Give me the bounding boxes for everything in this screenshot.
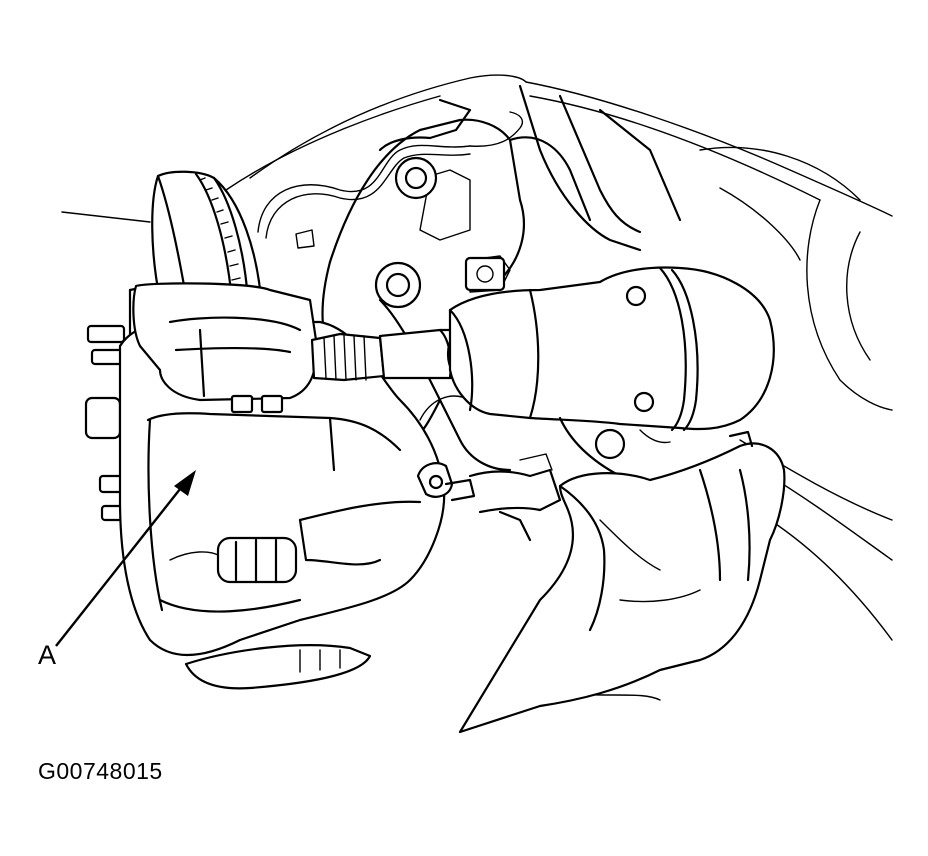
callout-arrow <box>55 470 196 647</box>
caliper-bleeder-bolt <box>416 462 476 502</box>
brake-hose-bracket <box>468 453 562 542</box>
caliper-bracket <box>132 282 318 414</box>
knuckle-nut-small <box>464 256 506 292</box>
sensor-wire <box>257 111 524 249</box>
gloved-hand <box>458 430 786 734</box>
knuckle-bolt-upper <box>394 156 438 200</box>
figure-id: G00748015 <box>38 758 163 784</box>
knuckle-bolt-lower <box>374 261 422 309</box>
callout-label-a: A <box>38 640 57 670</box>
impact-driver-tool <box>448 266 775 489</box>
caliper-bottom-rail <box>184 644 372 690</box>
